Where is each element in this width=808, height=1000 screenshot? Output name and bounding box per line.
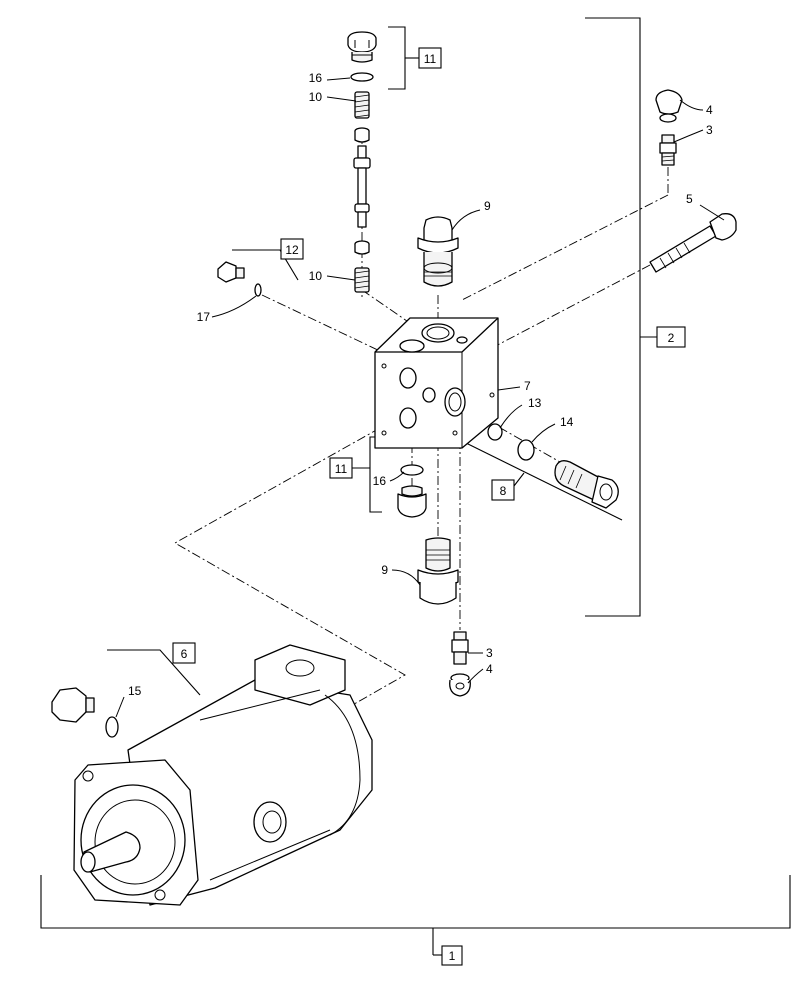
- callout-14: 14: [560, 415, 574, 429]
- callout-10-lower: 10: [309, 269, 323, 283]
- cartridge-valve-9-bottom: [417, 537, 459, 605]
- label-box-2: [656, 326, 686, 348]
- label-box-11-top: [418, 47, 442, 69]
- bracket-kit-12: 12: [232, 238, 304, 281]
- callout-9-bottom: 9: [381, 563, 388, 577]
- cartridge-valve-9-top: [417, 216, 459, 287]
- callout-12: 12: [285, 243, 299, 257]
- centerline-plug-left: [261, 294, 383, 353]
- callout-8: 8: [500, 484, 507, 498]
- o-ring-16-bottom: [400, 464, 424, 476]
- label-box-6: [172, 642, 196, 664]
- callout-16-bottom: 16: [373, 474, 387, 488]
- spring-seat-top: [354, 127, 370, 143]
- callout-4-bottom: 4: [486, 662, 493, 676]
- hydraulic-pump: [73, 644, 373, 906]
- callout-6: 6: [181, 647, 188, 661]
- label-box-11-bottom: [329, 457, 353, 479]
- centerline-fitting-to-block: [461, 194, 669, 301]
- callout-9-top: 9: [484, 199, 491, 213]
- callout-1: 1: [449, 949, 456, 963]
- callout-15: 15: [128, 684, 142, 698]
- callout-4-top: 4: [706, 103, 713, 117]
- bracket-kit-11-top: 11: [388, 26, 442, 90]
- dust-cap-4-top: [655, 89, 683, 123]
- o-ring-14: [517, 439, 535, 461]
- cap-plug-top: [347, 31, 377, 63]
- bolt-5: [649, 213, 737, 273]
- o-ring-13: [487, 423, 503, 441]
- plug-15: [51, 687, 95, 723]
- callout-17: 17: [197, 310, 211, 324]
- callout-5: 5: [686, 192, 693, 206]
- spring-10-top: [354, 91, 370, 119]
- label-box-12: [280, 238, 304, 260]
- spring-10-lower: [354, 267, 370, 293]
- bracket-kit-6: 6: [107, 642, 201, 696]
- o-ring-16-top: [350, 72, 374, 82]
- callout-leaders: [115, 77, 725, 718]
- centerline-bolt: [487, 264, 651, 351]
- callout-2: 2: [668, 331, 675, 345]
- spring-seat-lower: [354, 240, 370, 255]
- callout-labels: 16 10 10 17 9 4 3 5 7 13 14 16 9 3 4 15: [128, 71, 713, 698]
- callout-3-bottom: 3: [486, 646, 493, 660]
- label-box-1: [441, 945, 463, 966]
- o-ring-15: [105, 716, 119, 738]
- label-box-8: [491, 479, 515, 501]
- bracket-kit-8: 8: [465, 442, 623, 521]
- fitting-3-top: [659, 134, 677, 166]
- o-ring-17: [254, 283, 262, 297]
- callout-7: 7: [524, 379, 531, 393]
- callout-13: 13: [528, 396, 542, 410]
- bracket-assembly-2: 2: [585, 17, 686, 617]
- callout-11-top: 11: [424, 52, 437, 66]
- dust-cap-4-bottom: [449, 673, 471, 697]
- callout-10-top: 10: [309, 90, 323, 104]
- fitting-3-bottom: [451, 631, 469, 665]
- valve-block-7: [374, 317, 499, 449]
- callout-11-bottom: 11: [335, 462, 348, 476]
- bracket-assembly-1: 1: [40, 875, 791, 966]
- callout-16-top: 16: [309, 71, 323, 85]
- plug-17: [217, 261, 245, 283]
- callout-3-top: 3: [706, 123, 713, 137]
- cartridge-valve-8: [554, 460, 619, 509]
- spool-pin: [353, 145, 371, 228]
- cap-plug-bottom: [397, 485, 427, 518]
